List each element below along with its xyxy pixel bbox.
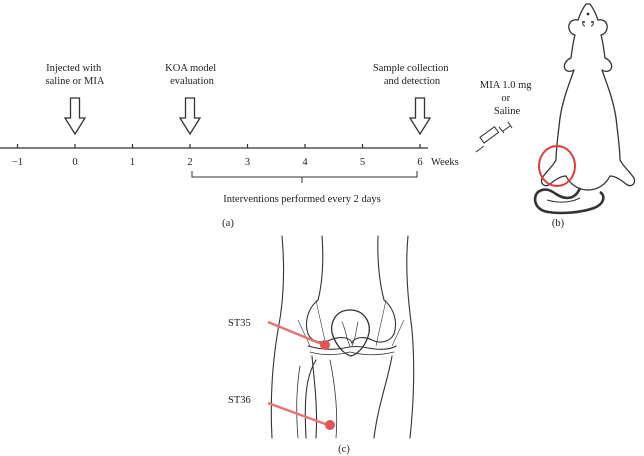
timeline-tick-labels: −1 0 1 2 3 4 5 6 <box>12 157 423 168</box>
injection-label: MIA 1.0 mg or Saline <box>480 80 534 117</box>
event-label-week-6: Sample collection and detection <box>373 63 451 87</box>
intervention-label: Interventions performed every 2 days <box>223 194 380 205</box>
tick-label-2: 1 <box>130 157 135 168</box>
st36-point <box>325 420 335 430</box>
injection-label-line-3: Saline <box>494 106 521 117</box>
panel-label-a: (a) <box>222 218 234 229</box>
injection-label-line-1: MIA 1.0 mg <box>480 80 532 91</box>
timeline-ticks <box>16 144 421 148</box>
knee-panel: ST35 ST36 (c) <box>228 235 415 455</box>
injection-label-line-2: or <box>501 93 510 104</box>
rat-illustration <box>533 3 636 215</box>
down-arrow-icon-1 <box>178 97 202 136</box>
event-label-week-2: KOA model evaluation <box>165 63 219 87</box>
down-arrow-icon-0 <box>63 97 87 136</box>
knee-illustration <box>270 235 415 439</box>
tick-label-1: 0 <box>72 157 77 168</box>
tick-label-5: 4 <box>302 157 308 168</box>
timeline-panel: −1 0 1 2 3 4 5 6 Weeks Injected with saline or … <box>0 63 459 229</box>
st35-point <box>320 340 330 350</box>
st35-label: ST35 <box>228 318 251 329</box>
syringe-icon <box>475 121 513 153</box>
event-label-week-0: Injected with saline or MIA <box>46 63 105 87</box>
st36-label: ST36 <box>228 395 251 406</box>
intervention-bracket <box>191 171 418 183</box>
tick-label-4: 3 <box>245 157 250 168</box>
event-label-week-6-line-1: Sample collection <box>373 63 449 74</box>
tick-label-7: 6 <box>417 157 422 168</box>
panel-label-c: (c) <box>338 444 350 455</box>
event-label-week-0-line-1: Injected with <box>46 63 102 74</box>
event-label-week-2-line-1: KOA model <box>165 63 216 74</box>
tick-label-6: 5 <box>360 157 365 168</box>
tick-label-3: 2 <box>187 157 192 168</box>
event-label-week-0-line-2: saline or MIA <box>46 76 105 87</box>
axis-unit-label: Weeks <box>431 157 459 168</box>
tick-label-0: −1 <box>12 157 23 168</box>
panel-label-b: (b) <box>552 218 565 229</box>
injection-site-highlight <box>538 145 576 187</box>
st36-needle <box>267 401 329 427</box>
event-label-week-6-line-2: and detection <box>384 76 441 87</box>
injection-panel: MIA 1.0 mg or Saline (b) <box>475 3 636 229</box>
st35-needle <box>267 320 325 347</box>
down-arrow-icon-2 <box>408 97 432 136</box>
event-label-week-2-line-2: evaluation <box>170 76 214 87</box>
event-arrows <box>63 97 432 136</box>
